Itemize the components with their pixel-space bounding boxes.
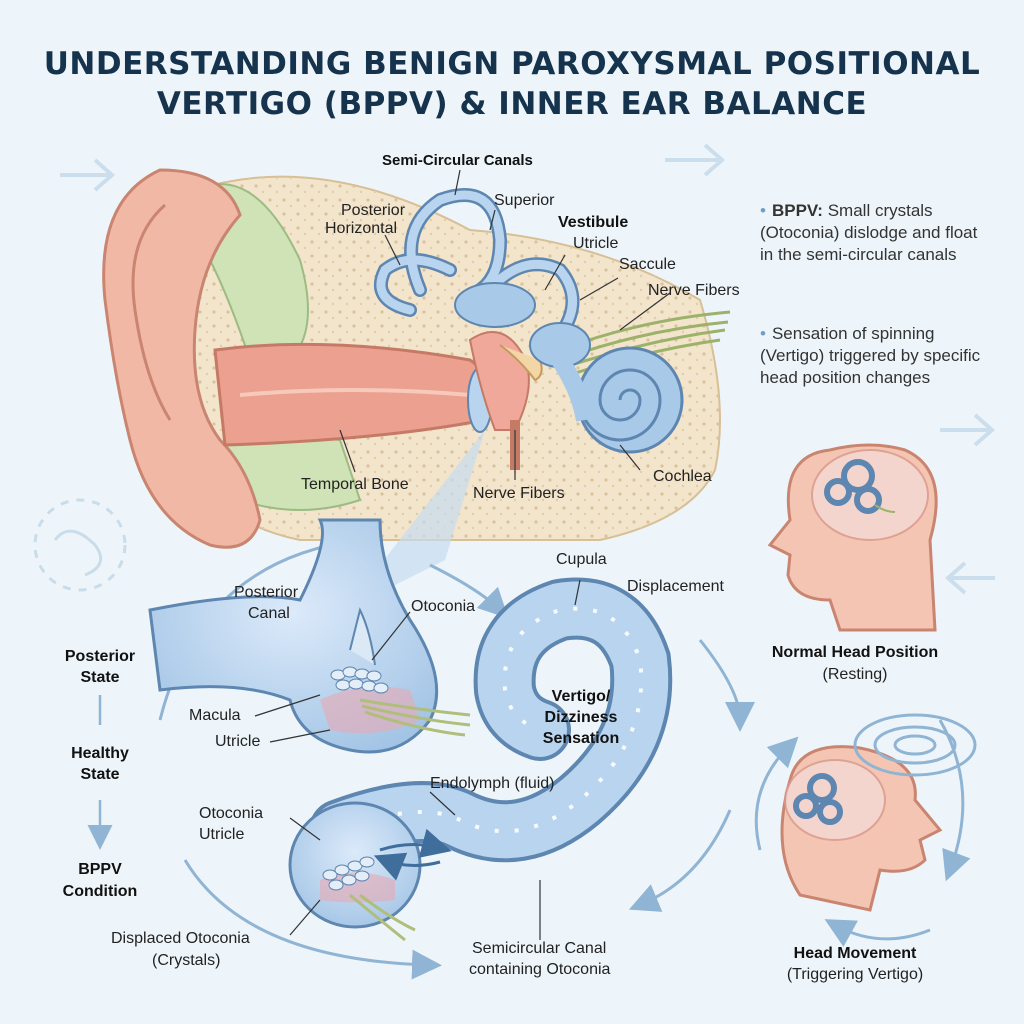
decorative-arrows: [60, 143, 996, 595]
bullet-sensation: •Sensation of spinning (Vertigo) trigger…: [760, 323, 985, 389]
label-vertigo-2: Dizziness: [544, 709, 618, 726]
label-utricle: Utricle: [573, 235, 619, 252]
label-vertigo-1: Vertigo/: [551, 688, 611, 705]
label-utricle-upper: Utricle: [215, 733, 261, 750]
otolith-detail: [148, 518, 755, 980]
ear-cross-section: [102, 168, 731, 610]
label-bppv-condition-1: BPPV: [78, 861, 122, 878]
label-superior: Superior: [494, 192, 555, 209]
label-temporal-bone: Temporal Bone: [301, 476, 409, 493]
label-semicircular-canal-2: containing Otoconia: [469, 961, 611, 978]
title-line-2: VERTIGO (BPPV) & INNER EAR BALANCE: [156, 86, 868, 122]
bullet-1-bold: BPPV:: [771, 201, 823, 220]
label-semi-circular-canals: Semi-Circular Canals: [382, 152, 533, 169]
label-healthy-state-1: Healthy: [71, 745, 129, 762]
label-otoconia-lower: Otoconia: [199, 805, 264, 822]
label-posterior-state-1: Posterior: [64, 648, 136, 665]
label-nerve-fibers-top: Nerve Fibers: [648, 282, 740, 299]
label-triggering-vertigo: (Triggering Vertigo): [786, 966, 924, 983]
label-nerve-fibers-bottom: Nerve Fibers: [473, 485, 565, 502]
label-head-movement: Head Movement: [793, 945, 917, 962]
bullet-dot-icon: •: [760, 324, 766, 343]
label-vertigo-3: Sensation: [542, 730, 620, 747]
label-displaced-otoconia-1: Displaced Otoconia: [111, 930, 250, 947]
label-endolymph: Endolymph (fluid): [430, 775, 555, 792]
label-otoconia: Otoconia: [411, 598, 476, 615]
bullet-1-text: Small crystals (Otoconia) dislodge and f…: [760, 201, 978, 264]
normal-head-illustration: [767, 443, 938, 632]
label-semicircular-canal-1: Semicircular Canal: [472, 940, 607, 957]
label-resting: (Resting): [822, 666, 888, 683]
label-cochlea: Cochlea: [653, 468, 712, 485]
label-displacement: Displacement: [627, 578, 724, 595]
label-saccule: Saccule: [619, 256, 676, 273]
molecule-decoration: [33, 498, 127, 592]
label-cupula: Cupula: [556, 551, 607, 568]
label-utricle-lower: Utricle: [199, 826, 245, 843]
label-macula: Macula: [189, 707, 241, 724]
bullet-bppv: • BPPV: Small crystals (Otoconia) dislodg…: [760, 200, 985, 266]
label-normal-head-position: Normal Head Position: [771, 644, 939, 661]
label-posterior: Posterior: [341, 202, 406, 219]
label-vestibule: Vestibule: [558, 214, 629, 231]
label-posterior-state-2: State: [80, 669, 120, 686]
bullet-dot-icon: •: [760, 201, 766, 220]
bullet-2-text: Sensation of spinning (Vertigo) triggere…: [760, 324, 981, 387]
moving-head-illustration: [754, 713, 977, 947]
label-horizontal: Horizontal: [325, 220, 398, 237]
label-posterior-canal-2: Canal: [248, 605, 290, 622]
label-bppv-condition-2: Condition: [62, 883, 138, 900]
title-line-1: UNDERSTANDING BENIGN PAROXYSMAL POSITION…: [43, 46, 981, 82]
label-displaced-otoconia-2: (Crystals): [152, 952, 221, 969]
label-posterior-canal-1: Posterior: [234, 584, 299, 601]
label-healthy-state-2: State: [80, 766, 120, 783]
